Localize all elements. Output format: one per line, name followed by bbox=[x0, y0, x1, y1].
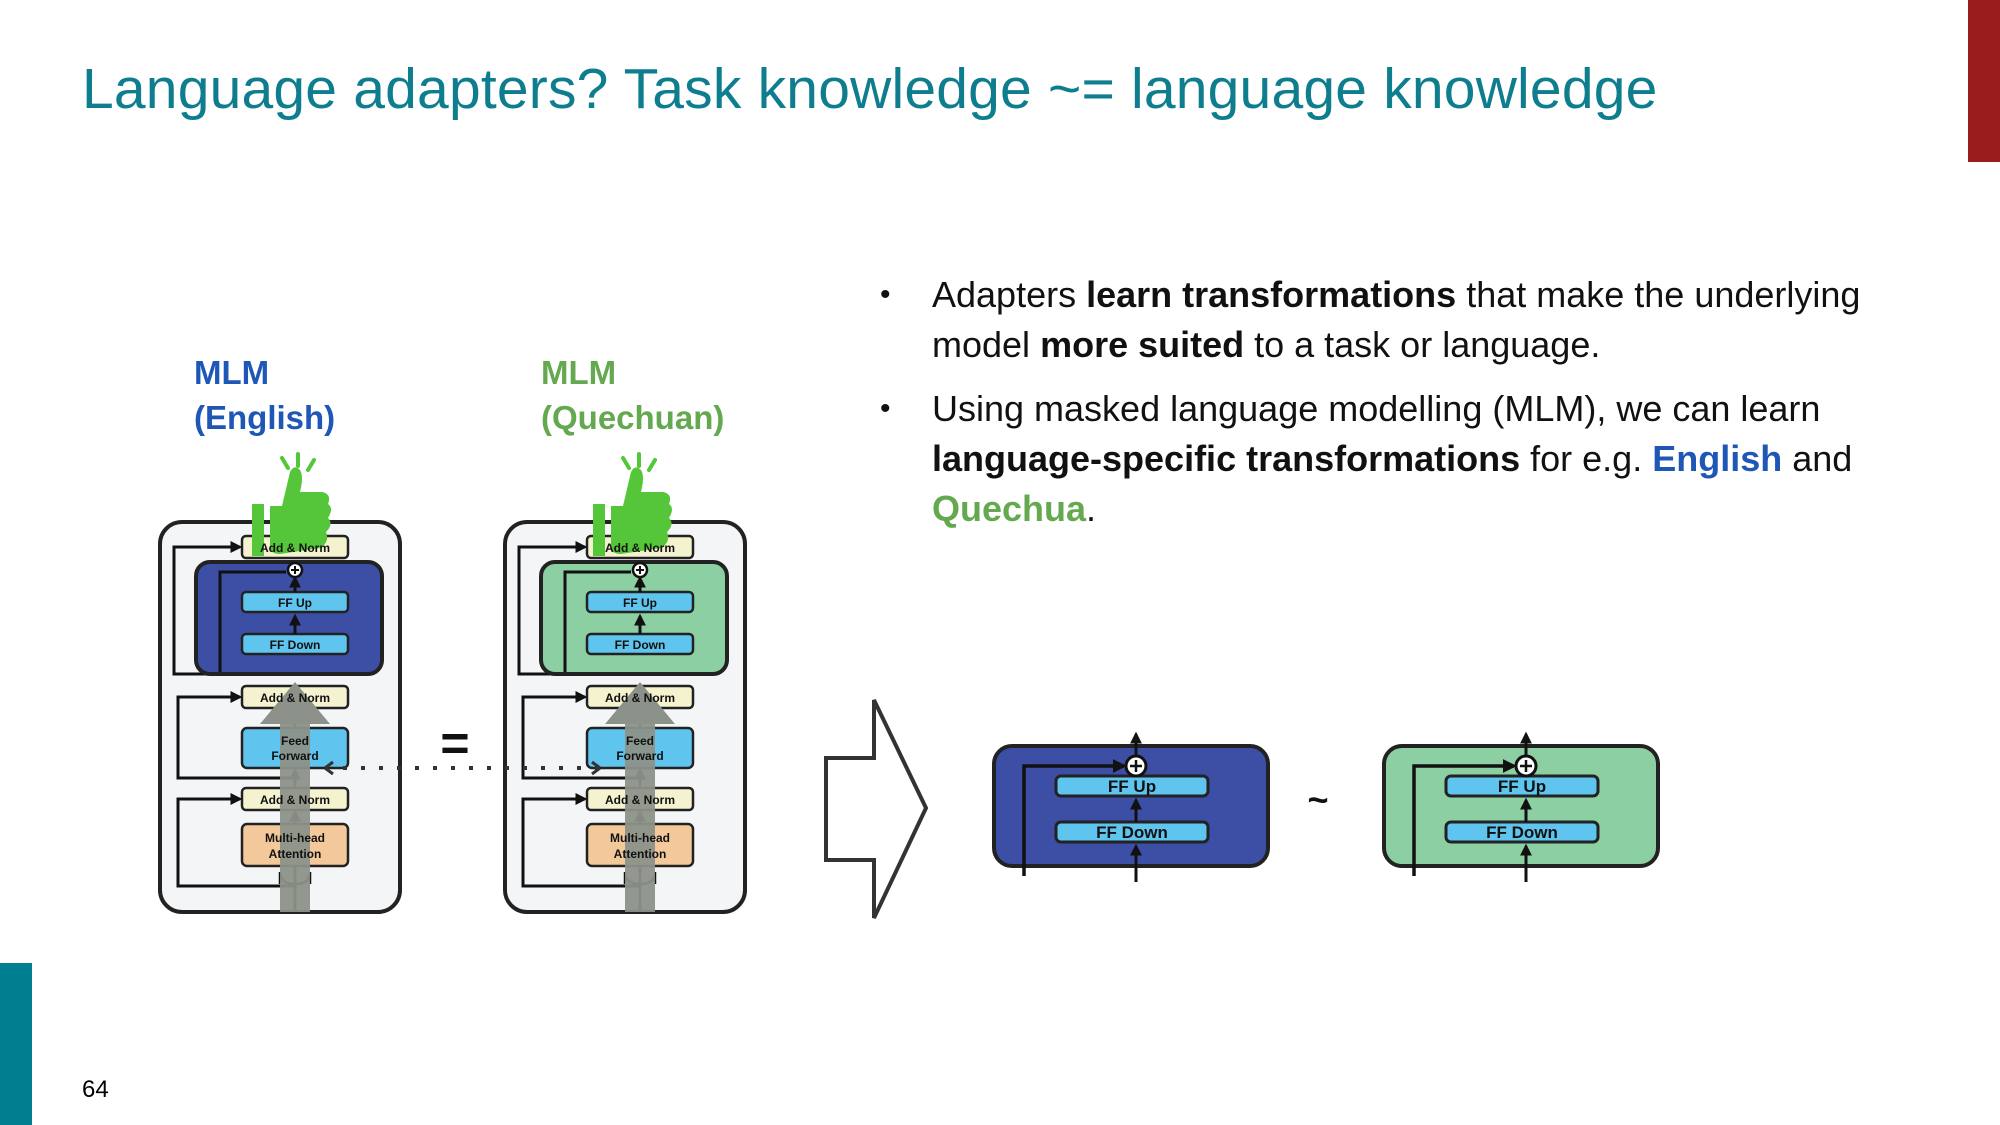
add-norm-label-english: Add & Norm bbox=[260, 691, 330, 705]
bullet-dot-icon: • bbox=[880, 278, 891, 311]
ff-up-label-enlarged-english: FF Up bbox=[1108, 777, 1156, 796]
gray-up-arrow bbox=[260, 682, 330, 912]
bullet-text: . bbox=[1086, 488, 1097, 529]
bullet-text: that make the underlying model bbox=[932, 274, 1861, 365]
bullet-bold-text: learn transformations bbox=[1086, 274, 1457, 315]
transformer-block-english bbox=[160, 452, 400, 912]
ff-up-label-quechuan: FF Up bbox=[623, 596, 657, 610]
bullet-text: Adapters bbox=[932, 274, 1087, 315]
bottom-left-accent-bar bbox=[0, 963, 32, 1125]
feed-forward-label-quechuan: Forward bbox=[616, 749, 663, 763]
adapter-english-enlarged bbox=[992, 731, 1270, 882]
attention-label-english: Multi-head bbox=[265, 831, 325, 845]
bullet-text: to a task or language. bbox=[1244, 324, 1601, 365]
gray-up-arrow bbox=[605, 682, 675, 912]
adapter-quechuan-enlarged bbox=[1382, 731, 1660, 882]
add-norm-label-quechuan: Add & Norm bbox=[605, 541, 675, 555]
bullet-text: Using masked language modelling (MLM), w… bbox=[932, 388, 1821, 429]
mlm-english-line1: MLM bbox=[194, 354, 270, 391]
thumbs-up-icon bbox=[593, 452, 672, 556]
thumbs-up-icon bbox=[252, 452, 331, 556]
slide-title: Language adapters? Task knowledge ~= lan… bbox=[82, 57, 1658, 121]
page-number: 64 bbox=[82, 1076, 109, 1103]
english-highlight: English bbox=[1652, 438, 1783, 479]
bullet-text: and bbox=[1782, 438, 1853, 479]
add-norm-label-quechuan: Add & Norm bbox=[605, 793, 675, 807]
bullet-item-mlm: • Using masked language modelling (MLM),… bbox=[880, 384, 1880, 534]
approx-sign: ~ bbox=[1307, 779, 1328, 820]
attention-label-quechuan: Attention bbox=[614, 847, 667, 861]
adapter-english bbox=[194, 560, 384, 676]
bullet-list: • Adapters learn transformations that ma… bbox=[880, 270, 1880, 534]
bullet-item-adapters: • Adapters learn transformations that ma… bbox=[880, 270, 1880, 370]
add-norm-label-quechuan: Add & Norm bbox=[605, 691, 675, 705]
ff-down-label-english: FF Down bbox=[270, 638, 321, 652]
ff-down-label-quechuan: FF Down bbox=[615, 638, 666, 652]
mlm-quechuan-line1: MLM bbox=[541, 354, 617, 391]
mlm-quechuan-line2: (Quechuan) bbox=[541, 399, 725, 436]
mlm-english-line2: (English) bbox=[194, 399, 336, 436]
mlm-english-label: MLM (English) bbox=[194, 350, 335, 440]
ff-up-label-english: FF Up bbox=[278, 596, 312, 610]
add-norm-label-english: Add & Norm bbox=[260, 541, 330, 555]
bullet-text: for e.g. bbox=[1520, 438, 1653, 479]
attention-label-quechuan: Multi-head bbox=[610, 831, 670, 845]
mlm-quechuan-label: MLM (Quechuan) bbox=[541, 350, 724, 440]
add-norm-label-english: Add & Norm bbox=[260, 793, 330, 807]
transformer-block-quechuan bbox=[505, 452, 745, 912]
adapter-quechuan bbox=[539, 560, 729, 676]
ff-down-label-enlarged-quechuan: FF Down bbox=[1486, 823, 1558, 842]
bullet-bold-text: more suited bbox=[1040, 324, 1245, 365]
feed-forward-label-english: Forward bbox=[271, 749, 318, 763]
ff-up-label-enlarged-quechuan: FF Up bbox=[1498, 777, 1546, 796]
equals-sign: = bbox=[440, 715, 469, 771]
ff-down-label-enlarged-english: FF Down bbox=[1096, 823, 1168, 842]
top-right-accent-bar bbox=[1968, 0, 2000, 162]
bullet-bold-text: language-specific transformations bbox=[932, 438, 1521, 479]
block-arrow-right-icon bbox=[824, 699, 929, 919]
attention-label-english: Attention bbox=[269, 847, 322, 861]
feed-forward-label-quechuan: Feed bbox=[626, 734, 654, 748]
quechua-highlight: Quechua bbox=[932, 488, 1087, 529]
feed-forward-label-english: Feed bbox=[281, 734, 309, 748]
bullet-dot-icon: • bbox=[880, 392, 891, 425]
